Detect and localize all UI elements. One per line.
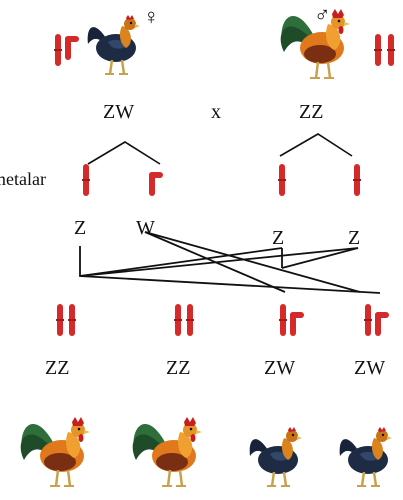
offspring-genotype-1: ZZ bbox=[45, 358, 69, 378]
male-symbol: ♂ bbox=[314, 4, 331, 26]
gamete-female-z: Z bbox=[74, 218, 86, 238]
cross-sign: x bbox=[211, 102, 221, 122]
offspring-hen-2-illustration bbox=[340, 427, 392, 486]
gamete-male-z-1: Z bbox=[272, 228, 284, 248]
male-parent-chromosomes bbox=[374, 34, 395, 66]
gamete-male-z-2: Z bbox=[348, 228, 360, 248]
fertilization-lines bbox=[80, 232, 380, 293]
gamete-female-w: W bbox=[136, 218, 155, 238]
parent-to-gamete-lines bbox=[88, 134, 352, 164]
gametes-label: metalar bbox=[0, 170, 46, 188]
male-genotype: ZZ bbox=[299, 102, 323, 122]
offspring-rooster-1-illustration bbox=[21, 417, 90, 486]
female-genotype: ZW bbox=[103, 102, 134, 122]
offspring-genotype-4: ZW bbox=[354, 358, 385, 378]
offspring-genotype-2: ZZ bbox=[166, 358, 190, 378]
offspring-hen-1-illustration bbox=[250, 427, 302, 486]
offspring-genotype-3: ZW bbox=[264, 358, 295, 378]
hen-parent-illustration bbox=[88, 15, 140, 74]
female-symbol: ♀ bbox=[143, 6, 160, 28]
female-parent-chromosomes bbox=[54, 34, 79, 66]
offspring-rooster-2-illustration bbox=[133, 417, 202, 486]
offspring-chromosomes bbox=[56, 304, 389, 336]
gamete-chromosomes bbox=[82, 164, 361, 196]
